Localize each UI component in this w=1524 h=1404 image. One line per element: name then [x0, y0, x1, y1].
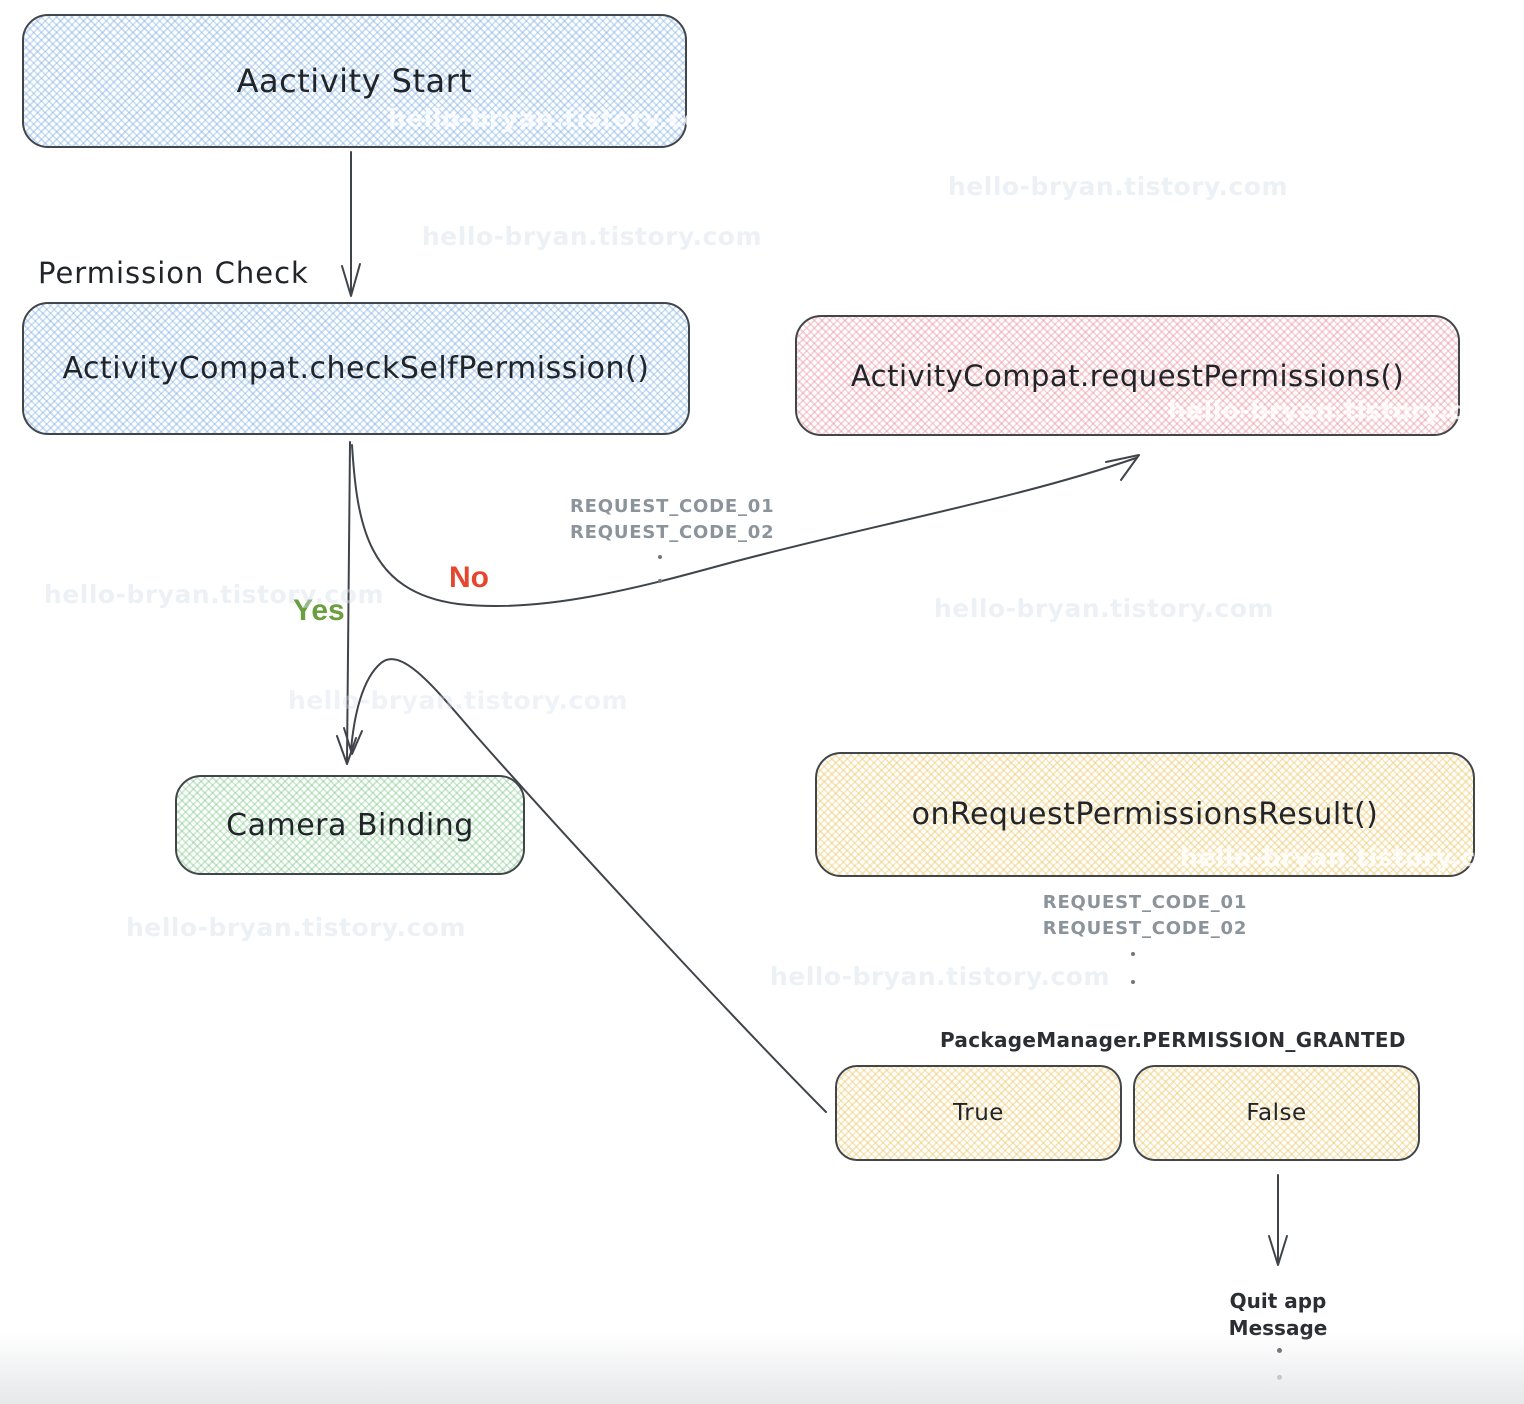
request-codes-result: REQUEST_CODE_01 REQUEST_CODE_02: [1020, 890, 1270, 942]
node-false-label: False: [1246, 1100, 1307, 1126]
ellipsis-dot: [1131, 980, 1135, 984]
page-bottom-edge: [0, 1332, 1524, 1404]
watermark: hello-bryan.tistory.com: [126, 913, 467, 942]
no-branch-label: No: [449, 561, 489, 594]
node-true-label: True: [953, 1100, 1004, 1126]
quit-app-line: Quit app: [1229, 1289, 1327, 1313]
arrow-no-to-request-head: [1105, 454, 1140, 481]
ellipsis-dot: [658, 579, 662, 583]
watermark: hello-bryan.tistory.com: [288, 686, 629, 715]
watermark: hello-bryan.tistory.com: [934, 594, 1275, 623]
permission-granted-label: PackageManager.PERMISSION_GRANTED: [940, 1028, 1406, 1052]
node-activity-start-label: Aactivity Start: [236, 62, 473, 100]
request-code-01: REQUEST_CODE_01: [570, 496, 775, 517]
node-on-request-permissions-result-label: onRequestPermissionsResult(): [911, 797, 1379, 832]
arrow-true-to-camera-head: [343, 727, 363, 755]
ellipsis-dot: [1131, 952, 1135, 956]
request-codes-no-branch: REQUEST_CODE_01 REQUEST_CODE_02: [570, 494, 774, 546]
node-check-self-permission: ActivityCompat.checkSelfPermission(): [22, 302, 690, 435]
node-camera-binding-label: Camera Binding: [226, 807, 474, 843]
yes-branch-label: Yes: [293, 594, 345, 627]
request-code-02: REQUEST_CODE_02: [1042, 918, 1248, 939]
arrow-yes-to-camera-head: [336, 735, 357, 765]
arrow-start-to-check-head: [341, 263, 361, 297]
arrow-false-to-quit-head: [1268, 1235, 1288, 1266]
arrow-true-to-camera: [350, 658, 827, 1113]
node-false: False: [1133, 1065, 1420, 1161]
permission-check-label: Permission Check: [38, 256, 309, 290]
node-request-permissions-label: ActivityCompat.requestPermissions(): [850, 358, 1405, 393]
watermark: hello-bryan.tistory.com: [770, 962, 1111, 991]
node-check-self-permission-label: ActivityCompat.checkSelfPermission(): [62, 351, 650, 386]
watermark: hello-bryan.tistory.com: [422, 222, 763, 251]
node-activity-start: Aactivity Start: [22, 14, 687, 148]
node-on-request-permissions-result: onRequestPermissionsResult(): [815, 752, 1475, 877]
node-request-permissions: ActivityCompat.requestPermissions(): [795, 315, 1460, 436]
ellipsis-dot: [658, 555, 662, 559]
node-true: True: [835, 1065, 1122, 1161]
request-code-01: REQUEST_CODE_01: [1042, 892, 1248, 913]
node-camera-binding: Camera Binding: [175, 775, 525, 875]
arrow-yes-to-camera: [346, 441, 351, 761]
watermark: hello-bryan.tistory.com: [948, 172, 1289, 201]
request-code-02: REQUEST_CODE_02: [570, 522, 775, 543]
